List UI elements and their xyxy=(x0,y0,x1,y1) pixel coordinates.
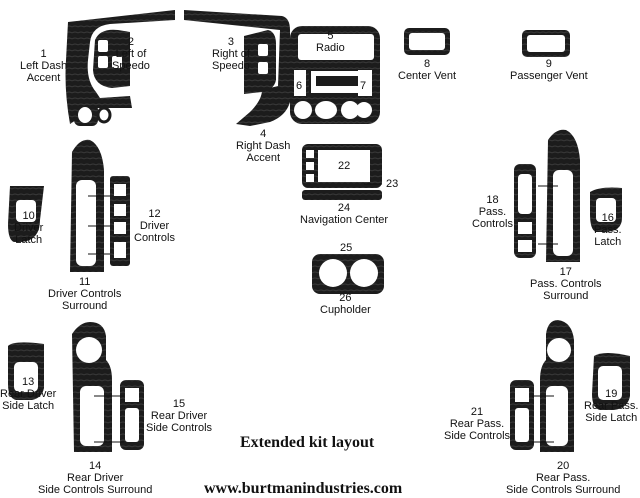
part-driver-controls xyxy=(110,176,130,266)
part-radio-surround xyxy=(290,26,380,124)
part-right-of-speedo xyxy=(244,30,276,94)
leader-lines xyxy=(88,185,558,443)
label-part-23: 23 xyxy=(386,178,399,190)
part-pass-controls-surround xyxy=(546,129,580,262)
label-part-25: 25 xyxy=(340,242,353,254)
part-left-of-speedo xyxy=(93,29,130,88)
part-left-dash-accent xyxy=(65,10,175,126)
part-cupholder xyxy=(312,254,384,294)
diagram-title: Extended kit layout xyxy=(240,434,375,451)
part-pass-controls xyxy=(514,164,536,258)
part-navigation-center xyxy=(302,144,382,200)
part-rear-pass-controls xyxy=(510,380,534,450)
part-rear-driver-surround xyxy=(72,322,112,452)
part-rear-pass-surround xyxy=(540,320,574,452)
website-url[interactable]: www.burtmanindustries.com xyxy=(204,480,403,497)
part-rear-driver-controls xyxy=(120,380,144,450)
label-part-7: 7 xyxy=(360,80,367,92)
label-part-22: 22 xyxy=(338,160,351,172)
part-driver-controls-surround xyxy=(70,139,104,272)
label-part-6: 6 xyxy=(296,80,303,92)
part-right-dash-accent xyxy=(184,10,290,126)
